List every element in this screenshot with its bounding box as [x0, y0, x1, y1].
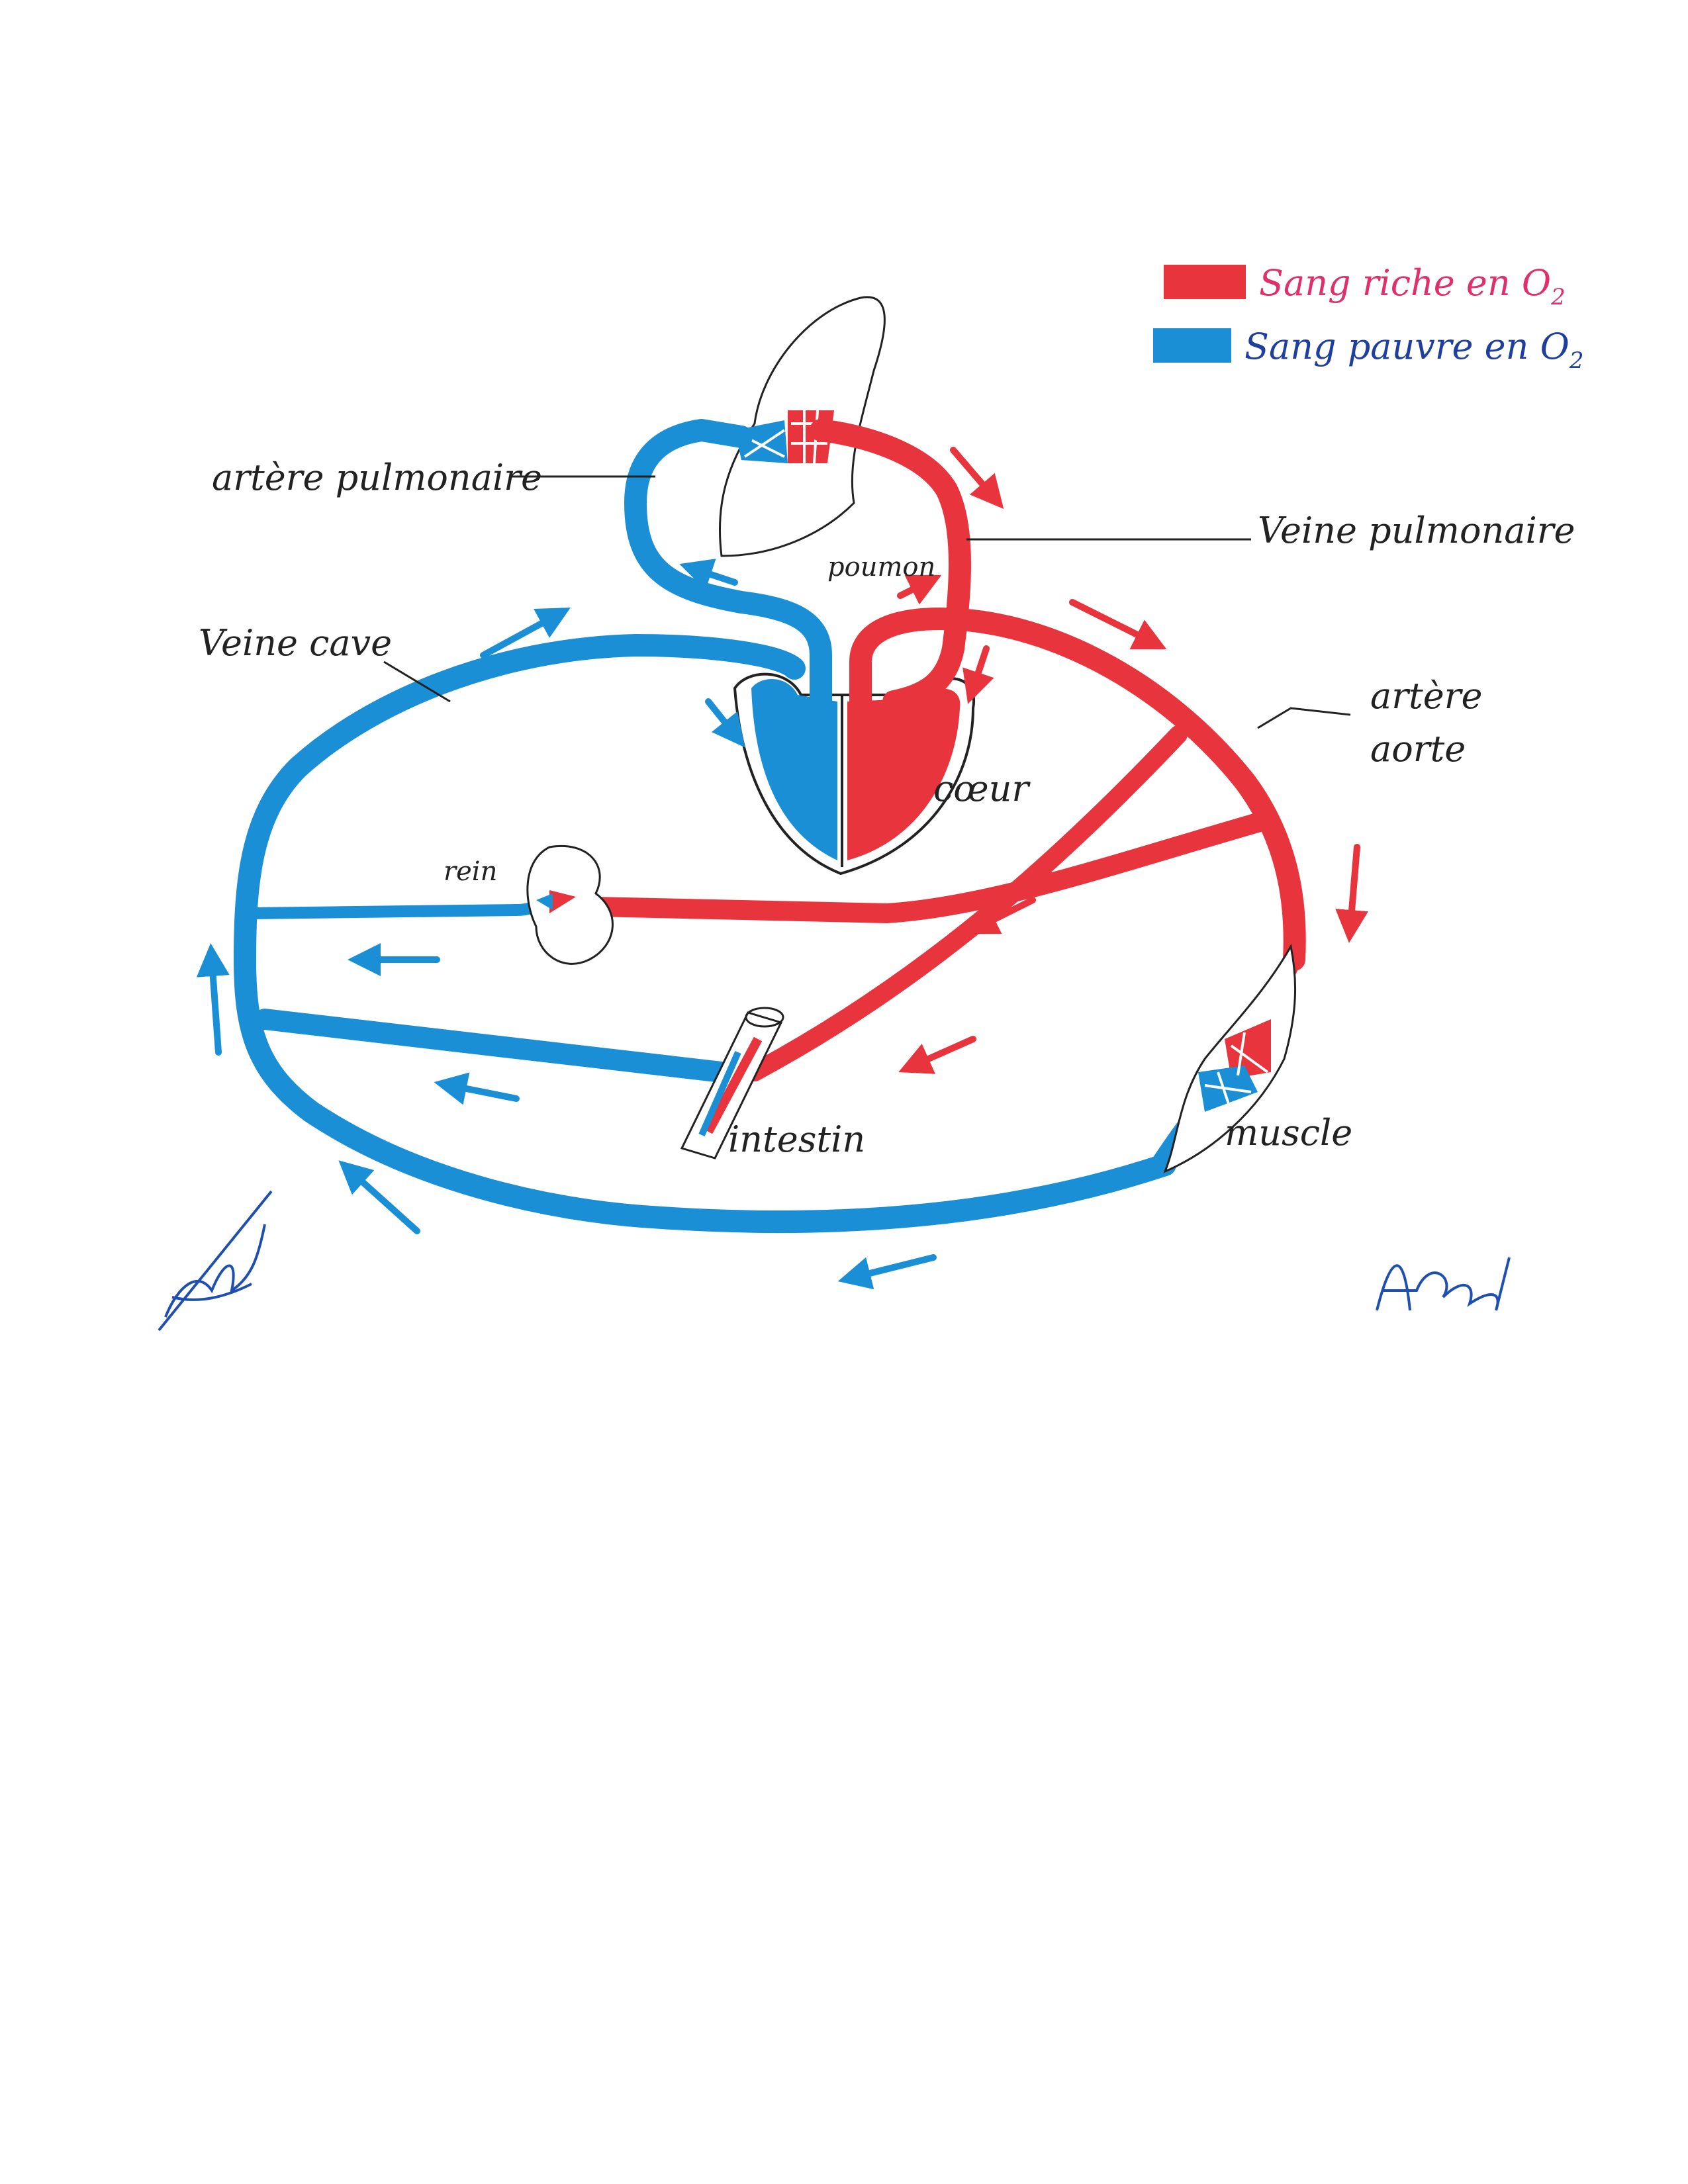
arrow-kidney-artery — [964, 897, 1036, 934]
arrow-cava-left — [196, 943, 230, 1056]
kidney-vein — [246, 894, 555, 919]
signature-left — [158, 1190, 273, 1332]
arrow-cava-in — [705, 698, 745, 748]
heart-outline — [733, 672, 976, 876]
arrow-lung-in — [897, 574, 942, 605]
legend-blue-swatch — [1153, 328, 1231, 363]
kidney — [526, 845, 614, 965]
leader-lines — [383, 475, 1351, 729]
legend-poor-label: Sang pauvre en O2 — [1244, 326, 1584, 374]
intestine — [680, 1007, 784, 1160]
label-vena-cava: Veine cave — [199, 622, 392, 664]
arrow-intestine-vein — [434, 1072, 520, 1105]
label-aorta-1: artère — [1370, 675, 1482, 717]
arrow-aorta-right — [1069, 599, 1167, 650]
legend-red-swatch — [1164, 265, 1246, 299]
arrow-intestine-artery — [898, 1036, 976, 1074]
pulmonary-vein-vessel — [810, 419, 971, 713]
arrow-cava-top — [480, 608, 571, 659]
arrow-aorta-down — [1335, 844, 1368, 943]
arrow-vein-down — [962, 645, 994, 704]
arrow-lung-out — [950, 447, 1004, 509]
label-kidney: rein — [444, 856, 497, 887]
labels: artère pulmonaire Veine pulmonaire poumo… — [199, 457, 1575, 1160]
signature-right — [1376, 1257, 1511, 1311]
heart-left-side — [847, 688, 961, 860]
arrow-bottom — [837, 1254, 937, 1290]
legend-rich-label: Sang riche en O2 — [1259, 262, 1566, 310]
label-lung: poumon — [827, 552, 935, 582]
legend: Sang riche en O2 Sang pauvre en O2 — [1153, 262, 1584, 374]
label-muscle: muscle — [1225, 1112, 1352, 1154]
pulmonary-artery-vessel — [624, 419, 832, 726]
vena-cava-vessel — [234, 634, 1176, 1234]
aorta-branch-kidney — [586, 811, 1274, 923]
aorta-vessel — [849, 608, 1306, 971]
label-aorta-2: aorte — [1370, 728, 1466, 770]
oxygen-poor-vessels — [234, 419, 1240, 1234]
muscle — [1163, 943, 1297, 1173]
label-pulmonary-vein: Veine pulmonaire — [1258, 510, 1575, 551]
intestine-vein — [254, 1009, 732, 1083]
label-intestine: intestin — [728, 1118, 865, 1160]
flow-arrows — [196, 447, 1368, 1290]
arrow-pulm-artery — [679, 559, 738, 590]
label-pulmonary-artery: artère pulmonaire — [212, 457, 542, 498]
label-heart: cœur — [933, 768, 1031, 809]
arrow-bottom-left — [338, 1160, 420, 1234]
